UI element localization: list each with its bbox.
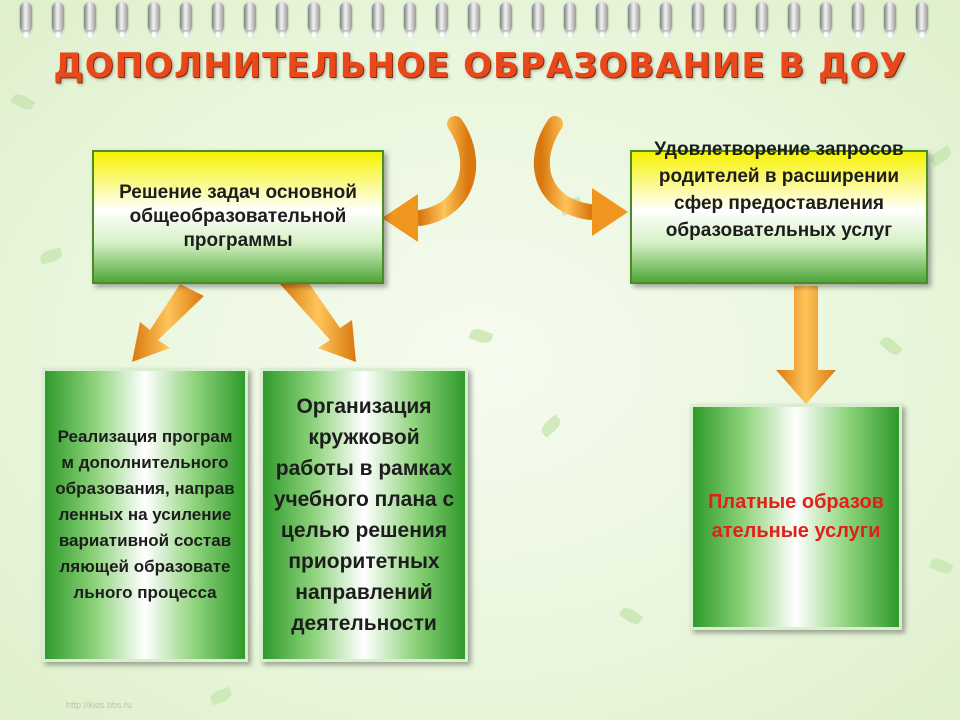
box-circle-work: Организация кружковой работы в рамках уч… bbox=[260, 368, 468, 662]
box-additional-programs: Реализация программ дополнительного обра… bbox=[42, 368, 248, 662]
box-paid-services: Платные образовательные услуги bbox=[690, 404, 902, 630]
curved-arrow-left bbox=[412, 116, 477, 226]
arrowhead-left bbox=[382, 194, 418, 242]
slide-title: ДОПОЛНИТЕЛЬНОЕ ОБРАЗОВАНИЕ В ДОУ bbox=[53, 46, 907, 86]
box-main-program-tasks: Решение задач основной общеобразовательн… bbox=[92, 150, 384, 284]
arrow-to-paid bbox=[776, 286, 836, 404]
box-parent-requests: Удовлетворение запросов родителей в расш… bbox=[630, 139, 928, 284]
arrow-to-circles bbox=[280, 276, 356, 362]
arrowhead-right bbox=[592, 188, 628, 236]
binder-rings bbox=[0, 0, 960, 40]
watermark: http://kids.bbs.ru bbox=[66, 700, 133, 710]
curved-arrow-right bbox=[533, 116, 598, 220]
arrow-to-programs bbox=[132, 284, 204, 362]
